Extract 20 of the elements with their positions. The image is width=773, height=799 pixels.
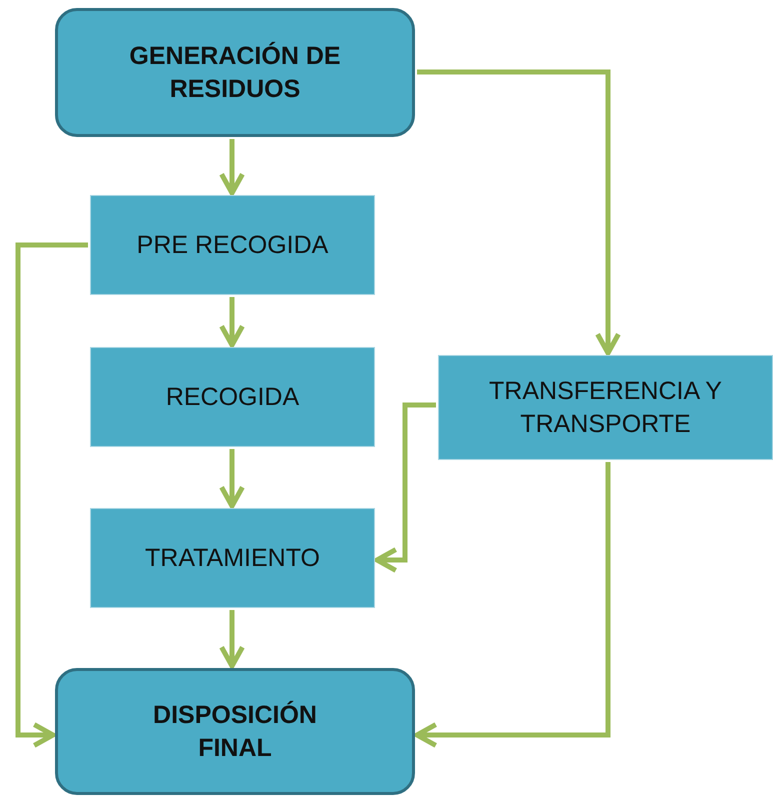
node-label: TRANSFERENCIA Y TRANSPORTE [488,376,723,440]
arrow [219,449,245,508]
arrow [417,70,621,356]
arrow [414,462,610,748]
arrow [16,242,88,748]
arrow [374,402,436,573]
start-box [55,8,415,137]
arrow [219,139,245,196]
node-label: RECOGIDA [164,382,300,413]
arrow [219,297,245,348]
end-box [55,668,415,795]
node-label: DISPOSICIÓN FINAL [152,700,318,764]
node-label: PRE RECOGIDA [136,230,330,261]
node-label: TRATAMIENTO [144,542,321,574]
process-box [90,347,375,447]
process-box [90,195,375,295]
process-box [438,355,773,460]
node-label: GENERACIÓN DE RESIDUOS [128,40,342,104]
arrow [219,610,245,668]
process-box [90,508,375,608]
